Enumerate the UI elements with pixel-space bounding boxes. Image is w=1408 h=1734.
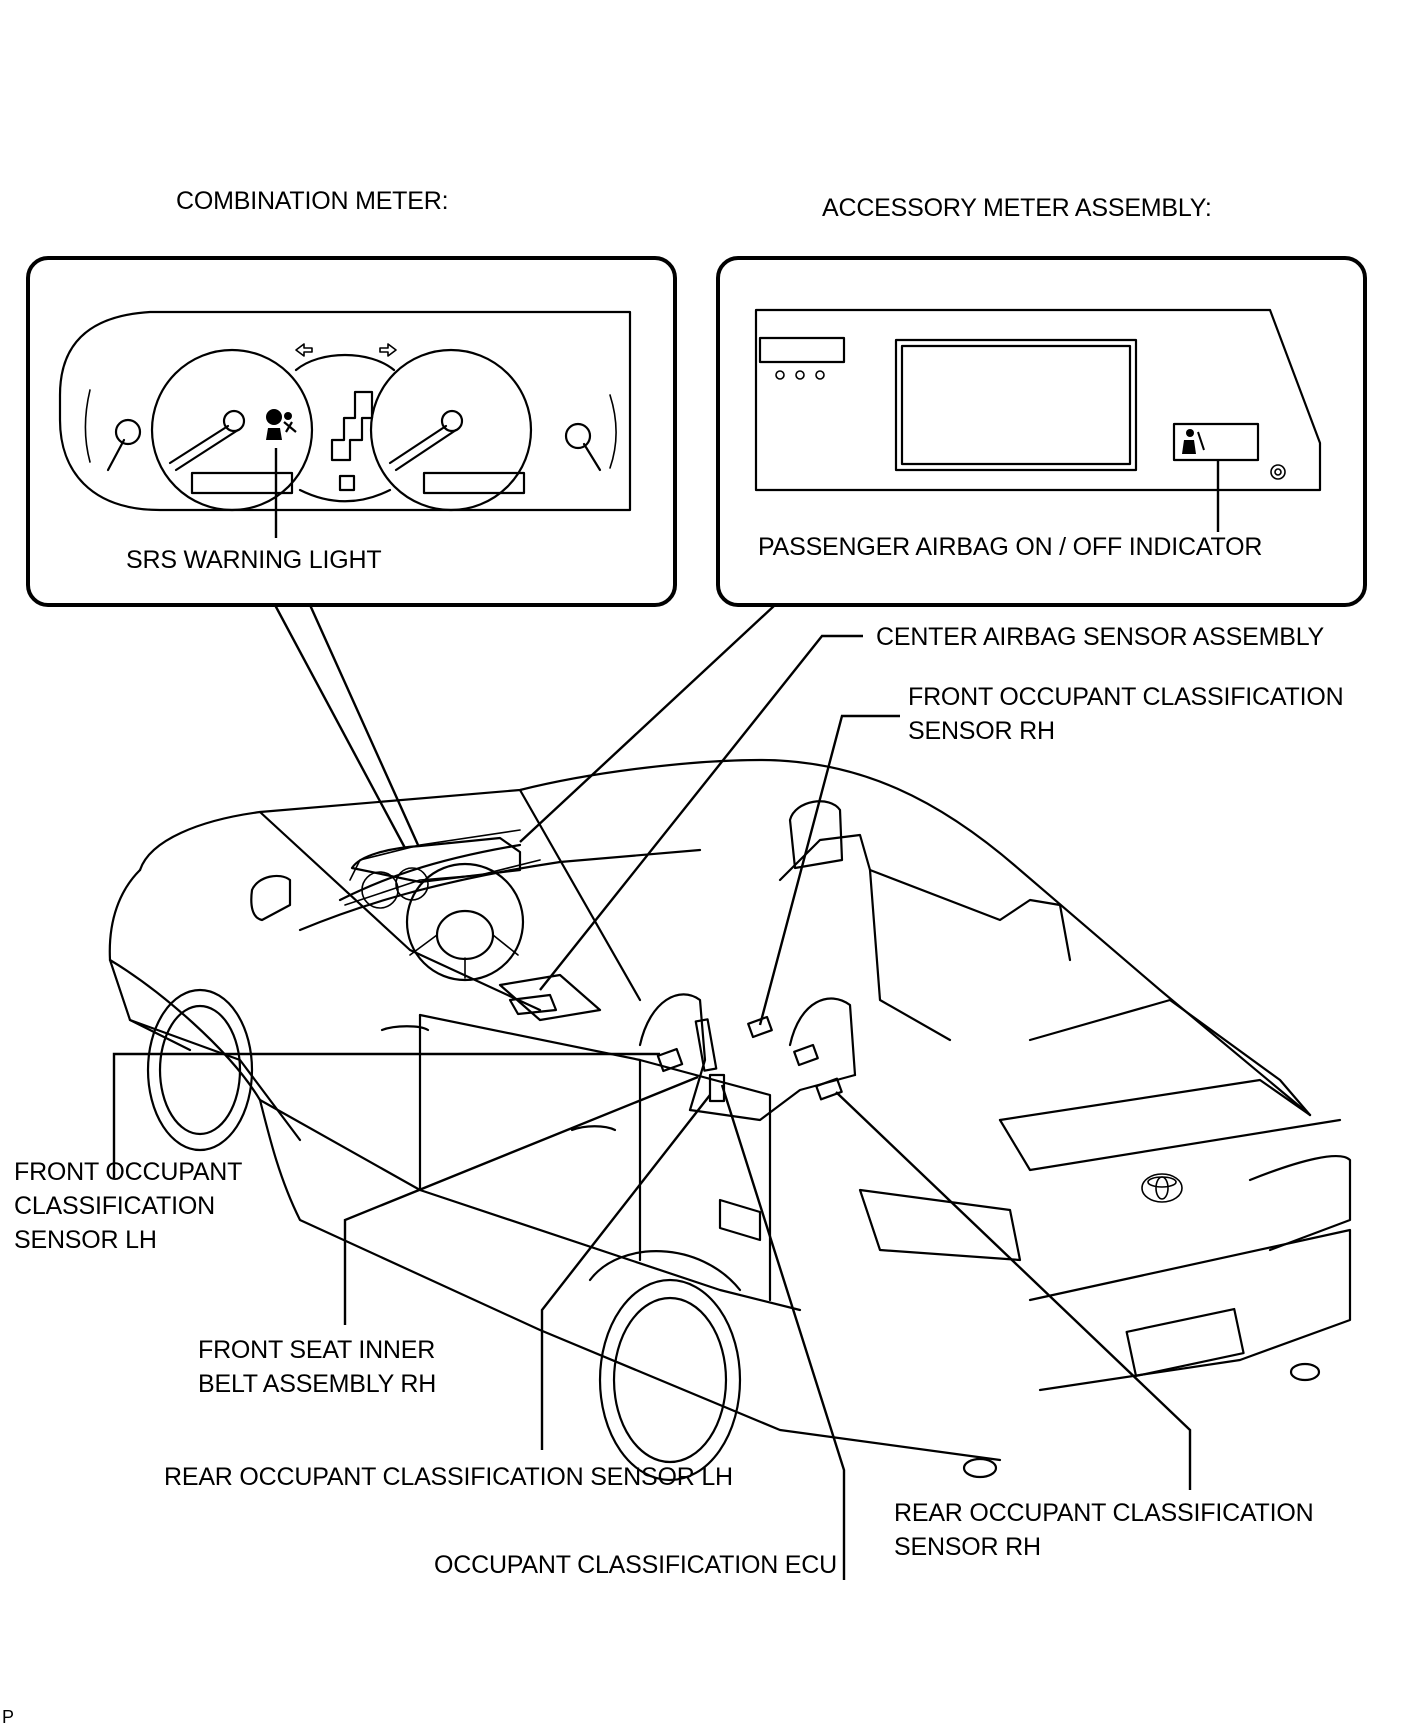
corner-mark: P — [2, 1707, 14, 1727]
leader-lines — [112, 604, 1192, 1580]
rear-occupant-sensor-rh-label: REAR OCCUPANT CLASSIFICATION SENSOR RH — [894, 1499, 1314, 1561]
accessory-meter-heading: ACCESSORY METER ASSEMBLY: — [822, 194, 1212, 222]
passenger-airbag-indicator-label: PASSENGER AIRBAG ON / OFF INDICATOR — [758, 533, 1263, 561]
accessory-meter-inset — [716, 256, 1367, 607]
rear-occupant-sensor-lh-label: REAR OCCUPANT CLASSIFICATION SENSOR LH — [164, 1463, 733, 1491]
front-occupant-sensor-rh-label: FRONT OCCUPANT CLASSIFICATION SENSOR RH — [908, 683, 1344, 745]
vehicle-illustration — [108, 758, 1352, 1482]
toyota-logo-icon — [1141, 1173, 1183, 1203]
srs-warning-light-label: SRS WARNING LIGHT — [126, 546, 382, 574]
occupant-classification-ecu-label: OCCUPANT CLASSIFICATION ECU — [434, 1551, 837, 1579]
combination-meter-inset — [26, 256, 677, 607]
passenger-airbag-icon — [1182, 429, 1205, 454]
combination-meter-heading: COMBINATION METER: — [176, 187, 449, 215]
front-seat-inner-belt-rh-label: FRONT SEAT INNER BELT ASSEMBLY RH — [198, 1336, 437, 1398]
arrow-right-icon — [379, 343, 397, 357]
arrow-left-icon — [295, 343, 313, 357]
front-occupant-sensor-lh-label: FRONT OCCUPANT CLASSIFICATION SENSOR LH — [14, 1158, 243, 1254]
center-airbag-sensor-label: CENTER AIRBAG SENSOR ASSEMBLY — [876, 623, 1325, 651]
srs-warning-icon — [266, 409, 297, 440]
